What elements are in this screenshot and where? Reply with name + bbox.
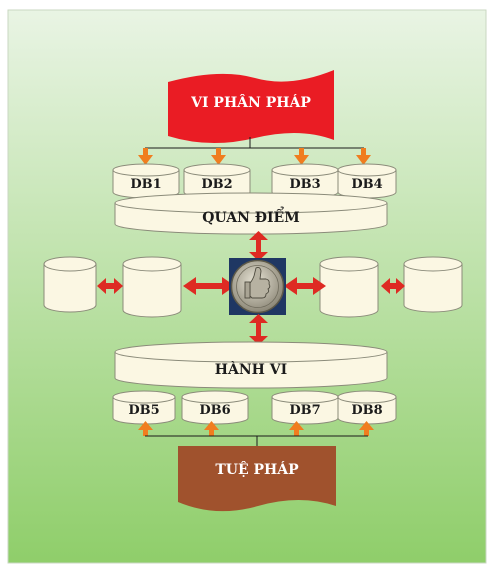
arrow-to-db4: [356, 148, 371, 165]
right-cylinder: [319, 256, 379, 318]
db5-cylinder: [112, 390, 176, 425]
lower-disk: [114, 341, 388, 389]
db4-cylinder: [337, 163, 397, 199]
arrow-from-db8: [359, 421, 374, 436]
arrow-far-left-left: [97, 278, 123, 294]
horizontal-arrows: [97, 277, 405, 295]
far-right-cylinder: [403, 256, 463, 313]
arrow-center-right: [284, 277, 326, 295]
db7-cylinder: [271, 390, 339, 425]
arrow-to-db3: [294, 148, 309, 165]
db6-cylinder: [181, 390, 249, 425]
db8-cylinder: [337, 390, 397, 425]
upper-vertical-arrow: [249, 231, 268, 261]
top-banner: [168, 70, 334, 144]
lower-vertical-arrow: [249, 314, 268, 345]
arrow-right-far-right: [381, 278, 405, 294]
left-cylinder: [122, 256, 182, 318]
side-cylinders: [43, 256, 463, 318]
top-connector-lines: [145, 137, 364, 149]
arrow-to-db2: [211, 148, 226, 165]
upper-disk: [114, 192, 388, 235]
top-database-cylinders: [112, 163, 397, 199]
bottom-banner: [178, 446, 336, 512]
arrow-from-db6: [204, 421, 219, 436]
db3-cylinder: [271, 163, 339, 199]
db1-cylinder: [112, 163, 180, 199]
bottom-database-cylinders: [112, 390, 397, 425]
thumbs-up-coin-icon: [229, 258, 286, 315]
far-left-cylinder: [43, 256, 97, 313]
arrow-from-db5: [138, 421, 153, 436]
db2-cylinder: [183, 163, 251, 199]
top-orange-arrows: [138, 148, 371, 165]
arrow-from-db7: [289, 421, 304, 436]
bottom-connector-lines: [145, 435, 368, 446]
arrow-to-db1: [138, 148, 153, 165]
bottom-orange-arrows: [138, 421, 374, 436]
arrow-left-center: [183, 277, 235, 295]
